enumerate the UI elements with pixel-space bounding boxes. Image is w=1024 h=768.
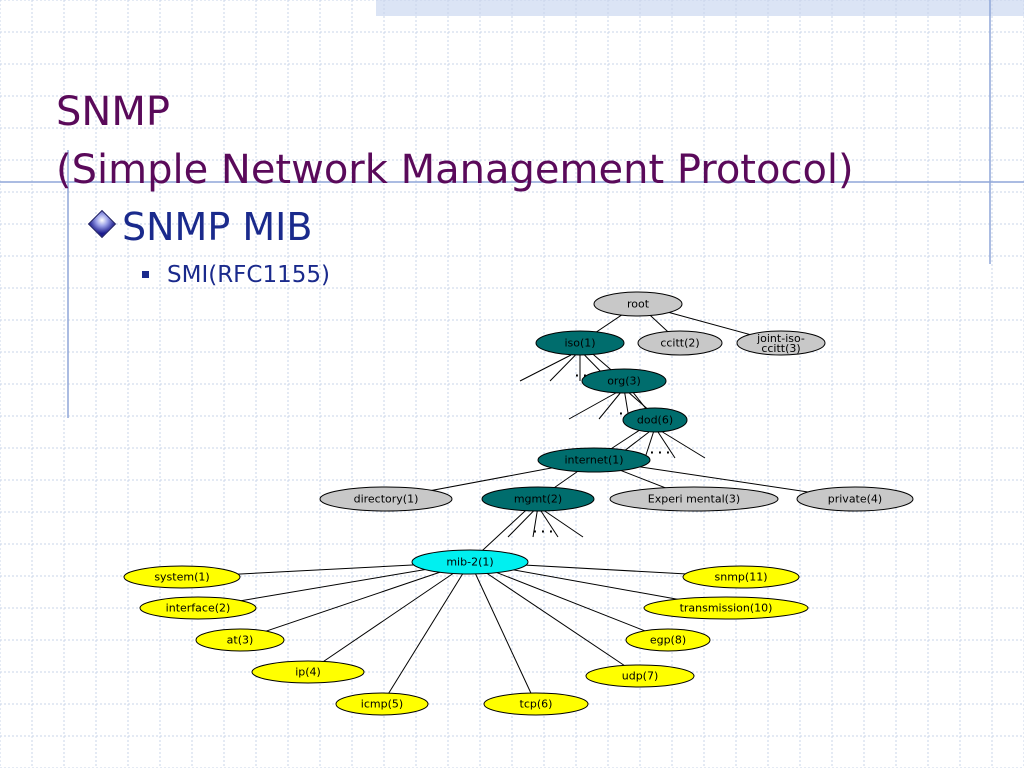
ellipsis-mgmt: . . . — [533, 523, 553, 536]
subtree-stub-iso-1 — [549, 354, 576, 382]
bullet-level2: SMI(RFC1155) — [142, 262, 330, 288]
tree-node-root: root — [593, 291, 683, 317]
edge-mib2-at — [239, 561, 471, 641]
node-shape-egp — [625, 628, 711, 652]
node-label-directory: directory(1) — [354, 493, 419, 506]
edge-mib2-icmp — [381, 561, 471, 705]
subtree-stub-mgmt-1 — [532, 510, 538, 538]
edge-mib2-egp — [469, 561, 669, 641]
node-shape-joint — [736, 330, 826, 356]
subtree-stub-dod-2 — [657, 431, 676, 459]
tree-node-ip: ip(4) — [251, 660, 365, 684]
node-label-ccitt: ccitt(2) — [660, 337, 699, 350]
node-label-interface: interface(2) — [166, 602, 231, 615]
edge-mib2-udp — [469, 561, 641, 677]
tree-node-internet: internet(1) — [537, 447, 651, 473]
node-label-joint: joint-iso-ccitt(3) — [756, 332, 805, 355]
node-label-dod: dod(6) — [637, 414, 673, 427]
node-label-org: org(3) — [607, 375, 641, 388]
node-label-egp: egp(8) — [650, 634, 686, 647]
tree-node-ccitt: ccitt(2) — [637, 330, 723, 356]
node-label-internet: internet(1) — [564, 454, 623, 467]
subtree-stub-mgmt-0 — [507, 510, 534, 538]
node-shape-mib2 — [411, 549, 529, 575]
tree-node-directory: directory(1) — [319, 486, 453, 512]
tree-node-transmission: transmission(10) — [643, 596, 809, 620]
subtree-stub-mgmt-2 — [540, 510, 559, 538]
node-shape-directory — [319, 486, 453, 512]
tree-node-private: private(4) — [796, 486, 914, 512]
bullet-level2-text: SMI(RFC1155) — [167, 262, 330, 288]
node-label-private: private(4) — [828, 493, 882, 506]
tree-node-iso: iso(1) — [535, 330, 625, 356]
tree-node-at: at(3) — [195, 628, 285, 652]
node-shape-internet — [537, 447, 651, 473]
tree-node-snmp: snmp(11) — [682, 565, 800, 589]
tree-node-org: org(3) — [581, 368, 667, 394]
subtree-stub-mgmt-3 — [544, 510, 584, 538]
edge-mib2-tcp — [469, 561, 537, 705]
node-label-snmp: snmp(11) — [715, 571, 768, 584]
node-label-tcp: tcp(6) — [520, 698, 553, 711]
node-shape-root — [593, 291, 683, 317]
slide-title-line2: (Simple Network Management Protocol) — [56, 147, 854, 193]
tree-node-dod: dod(6) — [622, 407, 688, 433]
node-shape-private — [796, 486, 914, 512]
subtree-stub-dod-1 — [644, 431, 654, 459]
node-shape-dod — [622, 407, 688, 433]
subtree-stub-dod-3 — [662, 431, 706, 459]
bullet-level1: SNMP MIB — [87, 205, 313, 249]
node-shape-snmp — [682, 565, 800, 589]
square-bullet-icon — [142, 271, 149, 278]
node-shape-ccitt — [637, 330, 723, 356]
tree-node-joint: joint-iso-ccitt(3) — [736, 330, 826, 356]
node-label-iso: iso(1) — [564, 337, 595, 350]
node-label-icmp: icmp(5) — [361, 698, 403, 711]
node-label-udp: udp(7) — [622, 670, 659, 683]
tree-node-system: system(1) — [123, 565, 241, 589]
ellipsis-dod: . . . — [650, 444, 670, 457]
tree-node-mib2: mib-2(1) — [411, 549, 529, 575]
node-label-system: system(1) — [154, 571, 209, 584]
tree-node-icmp: icmp(5) — [335, 692, 429, 716]
node-shape-interface — [139, 596, 257, 620]
tree-node-egp: egp(8) — [625, 628, 711, 652]
tree-node-mgmt: mgmt(2) — [481, 486, 595, 512]
node-shape-icmp — [335, 692, 429, 716]
node-shape-experimental — [609, 486, 779, 512]
subtree-stub-org-1 — [598, 392, 621, 420]
subtree-stub-iso-0 — [519, 354, 572, 382]
node-label-mgmt: mgmt(2) — [514, 493, 562, 506]
tree-node-udp: udp(7) — [585, 664, 695, 688]
bullet-level1-text: SNMP MIB — [122, 205, 313, 249]
node-shape-system — [123, 565, 241, 589]
node-shape-transmission — [643, 596, 809, 620]
node-label-ip: ip(4) — [295, 666, 321, 679]
tree-node-tcp: tcp(6) — [483, 692, 589, 716]
slide-title-line1: SNMP — [56, 89, 170, 135]
node-shape-tcp — [483, 692, 589, 716]
subtree-stub-org-0 — [568, 392, 616, 420]
node-shape-iso — [535, 330, 625, 356]
node-shape-ip — [251, 660, 365, 684]
node-label-transmission: transmission(10) — [680, 602, 773, 615]
node-label-experimental: Experi mental(3) — [648, 493, 740, 506]
node-label-root: root — [627, 298, 650, 311]
edge-mib2-ip — [307, 561, 471, 673]
node-shape-at — [195, 628, 285, 652]
node-shape-udp — [585, 664, 695, 688]
node-shape-mgmt — [481, 486, 595, 512]
tree-node-interface: interface(2) — [139, 596, 257, 620]
tree-node-experimental: Experi mental(3) — [609, 486, 779, 512]
node-shape-org — [581, 368, 667, 394]
node-label-mib2: mib-2(1) — [446, 556, 493, 569]
node-label-at: at(3) — [227, 634, 254, 647]
